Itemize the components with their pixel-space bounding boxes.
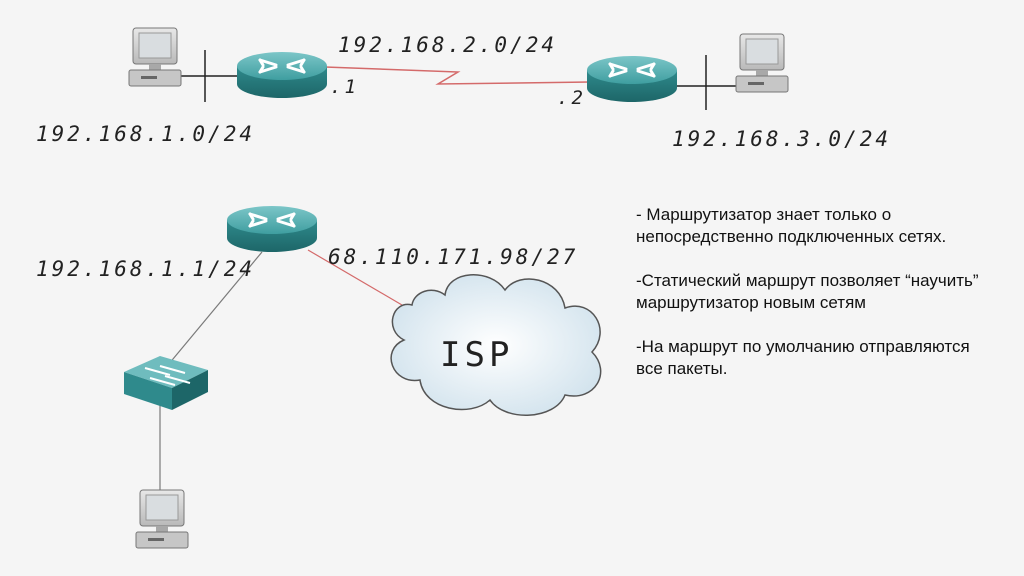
pc-left-icon xyxy=(128,27,182,87)
router-right-icon xyxy=(585,54,679,104)
lan-left-label: 192.168.1.0/24 xyxy=(36,122,255,146)
router-right-ip-label: .2 xyxy=(557,87,586,109)
pc-bottom-icon xyxy=(135,489,189,549)
serial-link xyxy=(324,66,591,85)
note-directly-connected: - Маршрутизатор знает только о непосредс… xyxy=(636,205,947,246)
top-topology: 192.168.2.0/24 .1 .2 192.168.1.0/24 192.… xyxy=(36,27,891,151)
router-left-ip-label: .1 xyxy=(330,76,359,98)
isp-cloud-icon: ISP xyxy=(390,274,602,416)
notes-panel: - Маршрутизатор знает только о непосредс… xyxy=(636,204,996,402)
lan-right-label: 192.168.3.0/24 xyxy=(672,127,891,151)
wan-network-label: 192.168.2.0/24 xyxy=(338,33,557,57)
router-bottom-icon xyxy=(225,204,319,254)
note-static-route: -Статический маршрут позволяет “научить”… xyxy=(636,271,979,312)
switch-icon xyxy=(124,356,208,410)
pc-right-icon xyxy=(735,33,789,93)
wan-ip-label: 68.110.171.98/27 xyxy=(328,245,578,269)
router-switch-link xyxy=(167,251,263,366)
note-default-route: -На маршрут по умолчанию отправляются вс… xyxy=(636,337,970,378)
isp-link xyxy=(307,249,403,306)
router-left-icon xyxy=(235,50,329,100)
bottom-topology: ISP 192.168.1.1/24 68.110.171.98/27 xyxy=(36,204,602,549)
isp-label: ISP xyxy=(440,335,513,375)
lan-ip-label: 192.168.1.1/24 xyxy=(36,257,255,281)
